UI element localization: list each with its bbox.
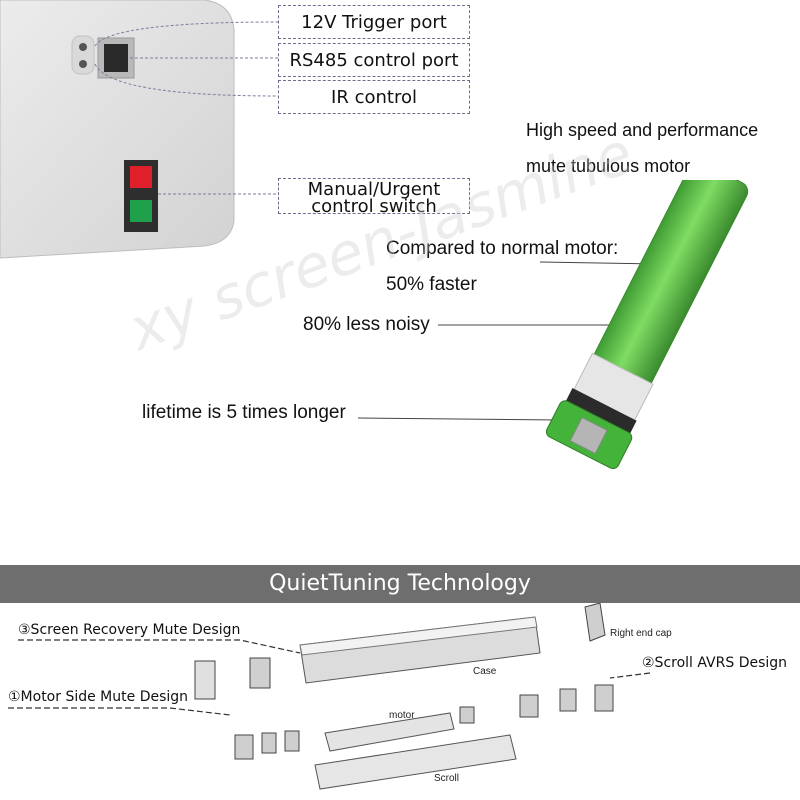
- motor-side-components: [234, 730, 300, 760]
- callout-manual-line1: Manual/Urgent: [307, 179, 441, 200]
- manual-switch-panel: [124, 160, 158, 232]
- right-end-cap-part: [584, 603, 606, 642]
- ir-sensor-icon: [71, 35, 95, 75]
- headline-line1: High speed and performance: [526, 120, 759, 140]
- callout-12v-trigger: 12V Trigger port: [278, 5, 470, 39]
- design-motor-side: ①Motor Side Mute Design: [8, 689, 189, 705]
- feature-compared: Compared to normal motor:: [386, 238, 619, 259]
- callout-lines: [94, 21, 661, 421]
- motor-part: [324, 712, 455, 752]
- feature-faster: 50% faster: [386, 274, 477, 295]
- callout-manual-switch: Manual/Urgent control switch: [278, 178, 470, 217]
- scroll-part: [314, 734, 517, 790]
- technology-banner: QuietTuning Technology: [0, 565, 800, 603]
- case-part: [299, 616, 541, 684]
- part-label-motor: motor: [389, 710, 415, 721]
- callout-ir-label: IR control: [331, 87, 417, 108]
- callout-manual-line2: control switch: [311, 196, 437, 217]
- design-scroll-avrs: ②Scroll AVRS Design: [642, 655, 788, 671]
- feature-lifetime: lifetime is 5 times longer: [142, 402, 346, 423]
- part-label-scroll: Scroll: [434, 773, 460, 784]
- scroll-avrs-components: [459, 684, 614, 724]
- motor-side-bracket-part: [249, 657, 271, 689]
- tubular-motor-image: [545, 180, 749, 470]
- part-label-case: Case: [473, 666, 497, 677]
- callout-12v-trigger-label: 12V Trigger port: [301, 12, 447, 33]
- feature-less-noisy: 80% less noisy: [303, 314, 430, 335]
- rs485-port-icon: [97, 37, 135, 79]
- exploded-assembly-diagram: [8, 603, 651, 790]
- green-switch-button: [130, 200, 152, 222]
- design-screen-recovery: ③Screen Recovery Mute Design: [18, 622, 241, 638]
- left-end-cap-part: [194, 660, 216, 700]
- headline-line2: mute tubulous motor: [526, 156, 691, 176]
- callout-rs485: RS485 control port: [278, 43, 470, 77]
- callout-ir: IR control: [278, 80, 470, 114]
- red-switch-button: [130, 166, 152, 188]
- part-label-right-end-cap: Right end cap: [610, 628, 672, 639]
- callout-rs485-label: RS485 control port: [289, 50, 459, 71]
